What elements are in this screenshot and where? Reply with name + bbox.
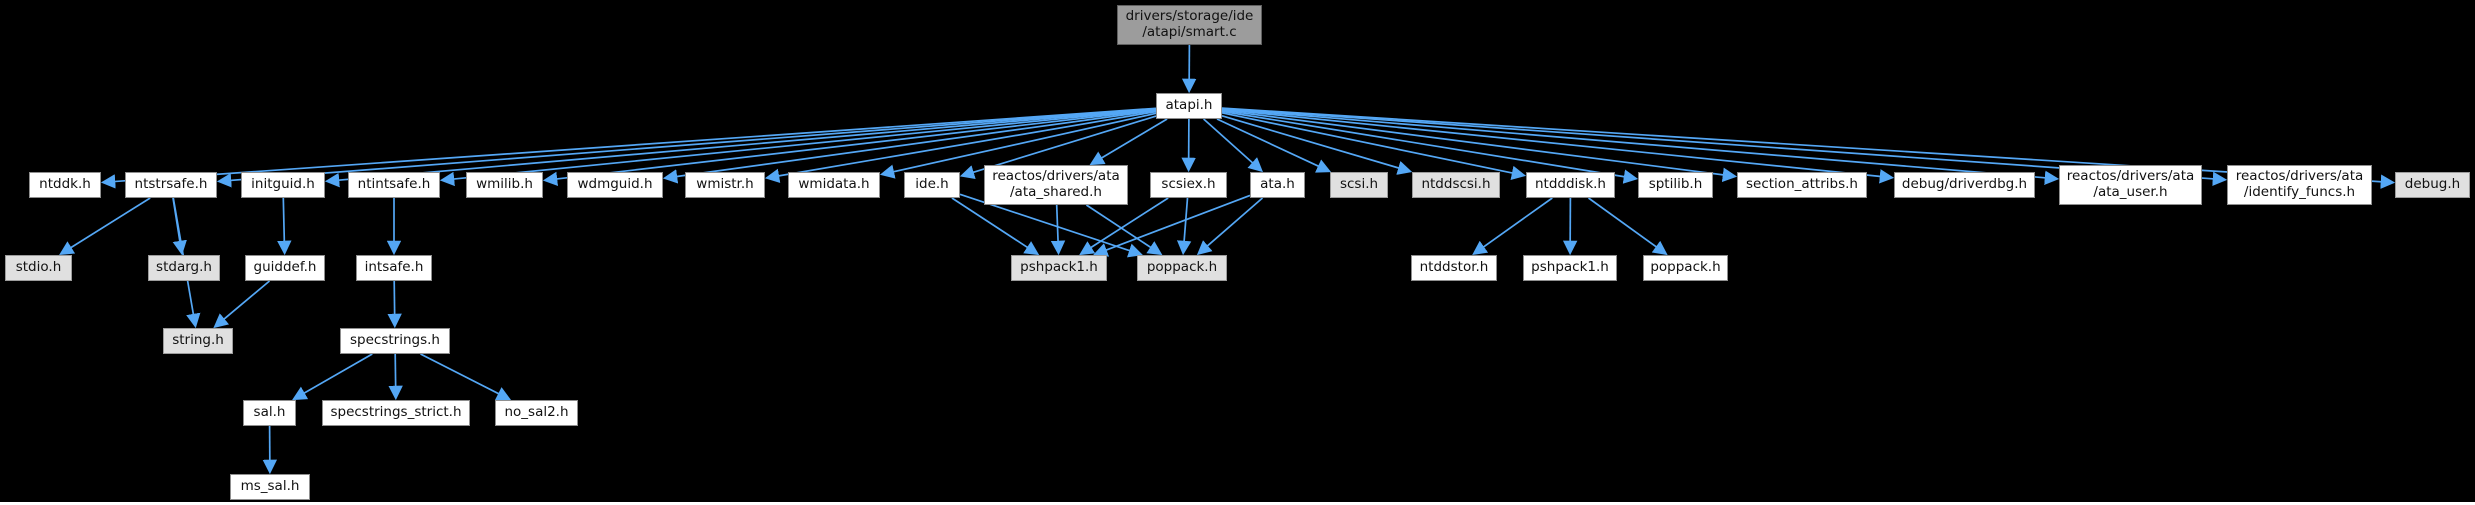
edge-ntstrsafe-to-stdio	[59, 197, 151, 256]
edge-atapi-to-wmidata	[879, 112, 1157, 179]
edge-atapi-to-identify_funcs	[1221, 107, 2228, 187]
edge-ata_shared-to-pshpack1_a	[1050, 204, 1066, 256]
edge-scsiex-to-pshpack1_a	[1079, 197, 1169, 256]
edge-atapi-to-ntintsafe	[439, 108, 1157, 187]
graph-node-ntddstor[interactable]: ntddstor.h	[1411, 255, 1497, 281]
graph-node-sal[interactable]: sal.h	[243, 400, 296, 426]
graph-node-pshpack1_a: pshpack1.h	[1011, 255, 1107, 281]
page-bottom-strip	[0, 502, 2475, 505]
graph-node-ide[interactable]: ide.h	[904, 172, 960, 198]
edge-ntdddisk-to-ntddstor	[1472, 197, 1553, 256]
graph-node-stdio: stdio.h	[5, 255, 72, 281]
edge-specstrings-to-specstrings_strict	[388, 353, 403, 401]
edge-ntdddisk-to-poppack_b	[1588, 197, 1668, 256]
graph-node-guiddef[interactable]: guiddef.h	[245, 255, 325, 281]
edge-atapi-to-scsi	[1216, 118, 1332, 173]
edge-atapi-to-initguid	[324, 108, 1157, 188]
edge-atapi-to-wmistr	[764, 110, 1157, 183]
graph-node-pshpack1_b[interactable]: pshpack1.h	[1523, 255, 1617, 281]
graph-node-stdarg: stdarg.h	[148, 255, 220, 281]
edge-atapi-to-wmilib	[542, 108, 1157, 187]
graph-node-scsiex[interactable]: scsiex.h	[1150, 172, 1227, 198]
graph-node-ntddscsi: ntddscsi.h	[1412, 172, 1500, 198]
graph-node-wmilib[interactable]: wmilib.h	[466, 172, 543, 198]
graph-node-atapi[interactable]: atapi.h	[1156, 93, 1222, 119]
graph-node-specstrings[interactable]: specstrings.h	[340, 328, 450, 354]
graph-node-smartc: drivers/storage/ide /atapi/smart.c	[1117, 5, 1262, 45]
edge-ide-to-pshpack1_a	[951, 197, 1040, 256]
graph-node-ms_sal[interactable]: ms_sal.h	[230, 474, 310, 500]
edge-atapi-to-section_attribs	[1221, 109, 1738, 182]
edge-ata_shared-to-poppack_a	[1085, 204, 1163, 256]
graph-node-intsafe[interactable]: intsafe.h	[356, 255, 432, 281]
graph-node-initguid[interactable]: initguid.h	[241, 172, 325, 198]
edge-ata-to-poppack_a	[1196, 197, 1264, 256]
edge-initguid-to-guiddef	[277, 197, 292, 256]
graph-node-identify_funcs[interactable]: reactos/drivers/ata /identify_funcs.h	[2227, 165, 2372, 205]
edge-atapi-to-ata_shared	[1089, 118, 1168, 166]
edge-guiddef-to-string	[213, 280, 271, 329]
graph-node-ata_shared[interactable]: reactos/drivers/ata /ata_shared.h	[984, 165, 1128, 205]
graph-node-ntdddisk[interactable]: ntdddisk.h	[1526, 172, 1615, 198]
edge-atapi-to-wdmguid	[662, 109, 1157, 184]
graph-node-poppack_a: poppack.h	[1137, 255, 1227, 281]
edge-scsiex-to-poppack_a	[1176, 197, 1192, 256]
edge-atapi-to-ntddk	[100, 107, 1157, 189]
graph-node-driverdbg[interactable]: debug/driverdbg.h	[1894, 172, 2035, 198]
graph-node-ntintsafe[interactable]: ntintsafe.h	[348, 172, 440, 198]
edge-intsafe-to-specstrings	[387, 280, 402, 329]
graph-node-string: string.h	[163, 328, 233, 354]
graph-node-specstrings_strict[interactable]: specstrings_strict.h	[322, 400, 470, 426]
graph-node-scsi: scsi.h	[1330, 172, 1388, 198]
graph-node-ntddk[interactable]: ntddk.h	[29, 172, 101, 198]
graph-node-debug: debug.h	[2395, 172, 2470, 198]
edge-ata-to-pshpack1_a	[1093, 194, 1251, 257]
edge-atapi-to-driverdbg	[1221, 108, 1895, 184]
graph-node-wmistr[interactable]: wmistr.h	[685, 172, 765, 198]
graph-node-wdmguid[interactable]: wdmguid.h	[567, 172, 663, 198]
graph-node-no_sal2[interactable]: no_sal2.h	[495, 400, 578, 426]
edge-specstrings-to-sal	[292, 353, 373, 401]
edge-atapi-to-ata	[1203, 118, 1264, 173]
graph-node-ata[interactable]: ata.h	[1250, 172, 1305, 198]
edge-atapi-to-ntdddisk	[1221, 111, 1527, 180]
graph-node-wmidata[interactable]: wmidata.h	[788, 172, 880, 198]
edge-atapi-to-ntstrsafe	[216, 107, 1157, 188]
graph-node-poppack_b[interactable]: poppack.h	[1643, 255, 1728, 281]
graph-node-section_attribs[interactable]: section_attribs.h	[1737, 172, 1867, 198]
edge-atapi-to-sptilib	[1221, 110, 1639, 184]
edge-specstrings-to-no_sal2	[420, 353, 512, 401]
graph-node-ata_user[interactable]: reactos/drivers/ata /ata_user.h	[2059, 165, 2202, 205]
edge-atapi-to-ata_user	[1221, 107, 2060, 185]
graph-node-ntstrsafe[interactable]: ntstrsafe.h	[125, 172, 217, 198]
graph-node-sptilib[interactable]: sptilib.h	[1638, 172, 1713, 198]
edge-atapi-to-ntddscsi	[1221, 114, 1413, 175]
